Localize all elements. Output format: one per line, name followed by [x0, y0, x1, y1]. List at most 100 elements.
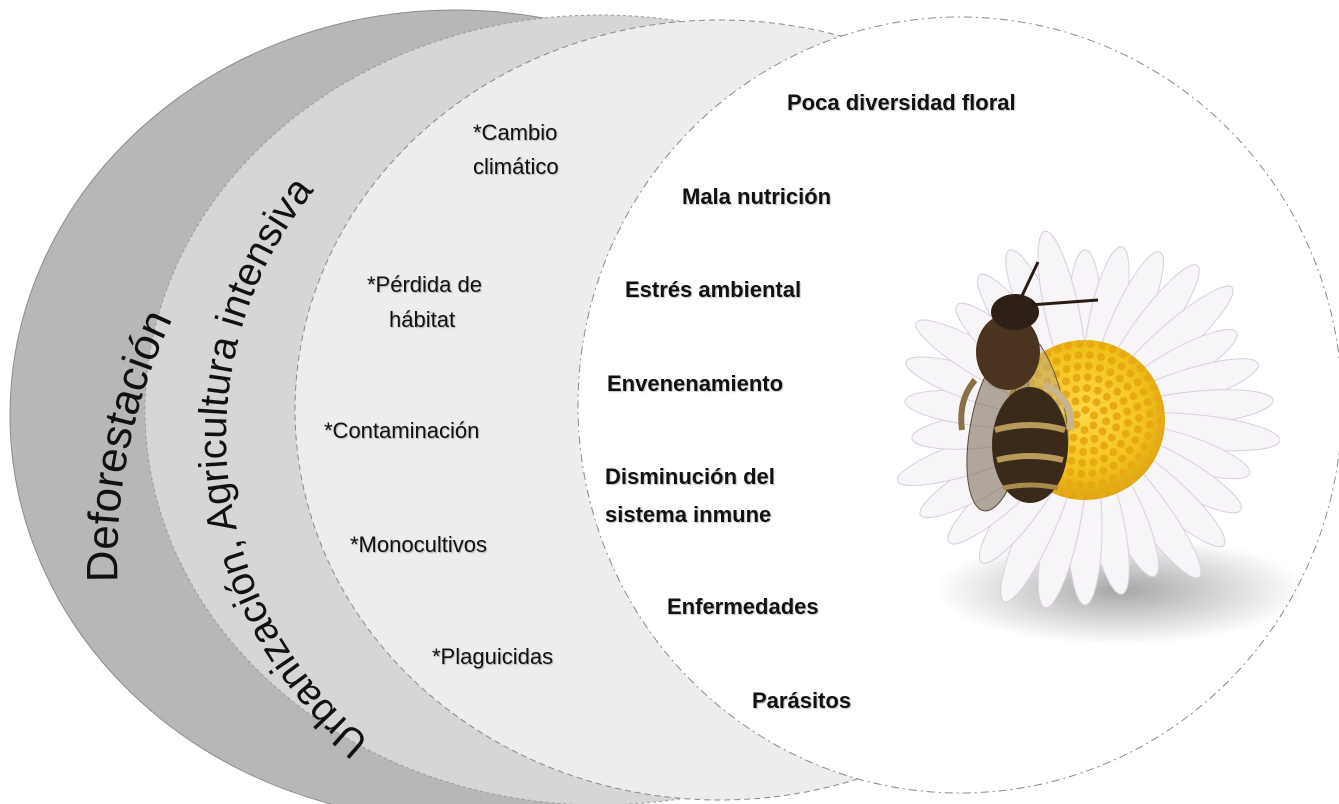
third-item-pesticides: *Plaguicidas [432, 644, 553, 669]
daisy-floret [1075, 340, 1084, 349]
daisy-floret [1076, 480, 1085, 489]
daisy-floret [1153, 438, 1162, 447]
third-item-habitat-loss: *Pérdida de hábitat [367, 272, 482, 332]
daisy-floret [1053, 345, 1062, 354]
daisy-floret [1109, 345, 1117, 354]
daisy-floret [1097, 353, 1105, 361]
daisy-floret [1066, 467, 1075, 476]
daisy-floret [1086, 340, 1095, 349]
daisy-floret [1069, 433, 1078, 442]
daisy-floret [1136, 467, 1145, 476]
daisy-floret [1073, 362, 1082, 371]
daisy-floret [1095, 364, 1104, 373]
bee-thorax [976, 314, 1040, 390]
inner-item-malnutrition: Mala nutrición [682, 184, 831, 209]
daisy-floret [1153, 393, 1162, 402]
bee-leg [958, 378, 978, 431]
third-item-line1: *Monocultivos [350, 532, 487, 557]
daisy-floret [1133, 378, 1142, 386]
daisy-floret [1121, 429, 1130, 438]
third-item-line2: climático [473, 154, 559, 179]
daisy-floret [1102, 417, 1110, 426]
daisy-floret [1134, 452, 1143, 461]
daisy-floret [1077, 469, 1086, 478]
daisy-floret [1127, 461, 1136, 470]
daisy-floret [1081, 406, 1090, 414]
daisy-floret [1100, 454, 1108, 463]
daisy-floret [1129, 392, 1138, 401]
daisy-floret [1107, 356, 1116, 365]
daisy-floret [1063, 490, 1072, 498]
bee-antenna-left [1018, 261, 1040, 301]
daisy-floret [1052, 357, 1061, 366]
daisy-floret [1072, 410, 1081, 419]
daisy-floret [1090, 434, 1099, 443]
daisy-floret [1090, 446, 1099, 455]
daisy-floret [1119, 350, 1128, 359]
daisy-floret [1084, 362, 1093, 371]
third-item-line1: *Cambio [473, 120, 557, 145]
daisy-floret [1089, 421, 1098, 430]
daisy-floret [1108, 486, 1117, 495]
daisy-floret [1082, 384, 1091, 393]
daisy-floret [1126, 369, 1135, 378]
third-item-line1: *Pérdida de [367, 272, 482, 297]
daisy-floret [1089, 458, 1098, 467]
daisy-floret [1104, 380, 1113, 389]
daisy-floret [1133, 402, 1142, 411]
daisy-floret [1140, 442, 1149, 451]
third-item-climate-change: *Cambio climático [473, 120, 559, 179]
daisy-floret [1156, 404, 1165, 413]
daisy-floret [1062, 377, 1070, 386]
daisy-floret [1118, 481, 1127, 490]
daisy-floret [1098, 427, 1107, 436]
daisy-floret [1117, 362, 1126, 371]
daisy-floret [1100, 441, 1109, 450]
inner-item-environmental-stress: Estrés ambiental [625, 277, 801, 302]
daisy-floret [1064, 341, 1073, 350]
daisy-floret [1123, 407, 1132, 416]
daisy-floret [1113, 387, 1122, 396]
daisy-floret [1078, 458, 1087, 467]
daisy-floret [1068, 445, 1077, 454]
daisy-floret [1072, 373, 1081, 382]
daisy-floret [1099, 466, 1108, 475]
daisy-floret [1107, 433, 1116, 442]
inner-item-diseases: Enfermedades [667, 594, 819, 619]
daisy-floret [1097, 490, 1106, 499]
third-item-line1: *Plaguicidas [432, 644, 553, 669]
daisy-floret [1109, 474, 1118, 483]
daisy-floret [1139, 387, 1148, 396]
daisy-floret [1034, 370, 1043, 379]
daisy-floret [1145, 409, 1154, 418]
bee-on-daisy-image [896, 230, 1305, 645]
inner-item-poisoning: Envenenamiento [607, 371, 783, 396]
inner-layer-items: Poca diversidad floral Mala nutrición Es… [605, 90, 1016, 713]
daisy-floret [1085, 351, 1094, 360]
inner-item-parasites: Parásitos [752, 688, 851, 713]
daisy-floret [1134, 425, 1143, 434]
daisy-floret [1098, 478, 1107, 487]
daisy-floret [1143, 398, 1152, 407]
bee-stripe-3 [1002, 482, 1059, 491]
inner-item-immune-line1: Disminución del [605, 464, 775, 489]
daisy-floret [1112, 423, 1121, 432]
daisy-floret [1087, 480, 1096, 489]
bee-head [991, 294, 1039, 330]
bee-antenna-right [1029, 298, 1099, 307]
daisy-floret [1043, 363, 1051, 372]
bee-stripe-1 [994, 422, 1066, 433]
daisy-floret [1136, 364, 1145, 373]
daisy-floret [1143, 459, 1152, 467]
daisy-floret [1109, 448, 1118, 457]
daisy-floret [1071, 397, 1080, 406]
daisy-floret [1123, 382, 1132, 391]
daisy-floret [1125, 446, 1134, 455]
daisy-floret [1099, 406, 1108, 415]
bee-abdomen [992, 387, 1068, 503]
third-layer-items: *Cambio climático *Pérdida de hábitat *C… [324, 120, 559, 669]
daisy-floret [1098, 342, 1107, 350]
daisy-floret [1071, 385, 1080, 394]
daisy-floret [1109, 461, 1118, 470]
